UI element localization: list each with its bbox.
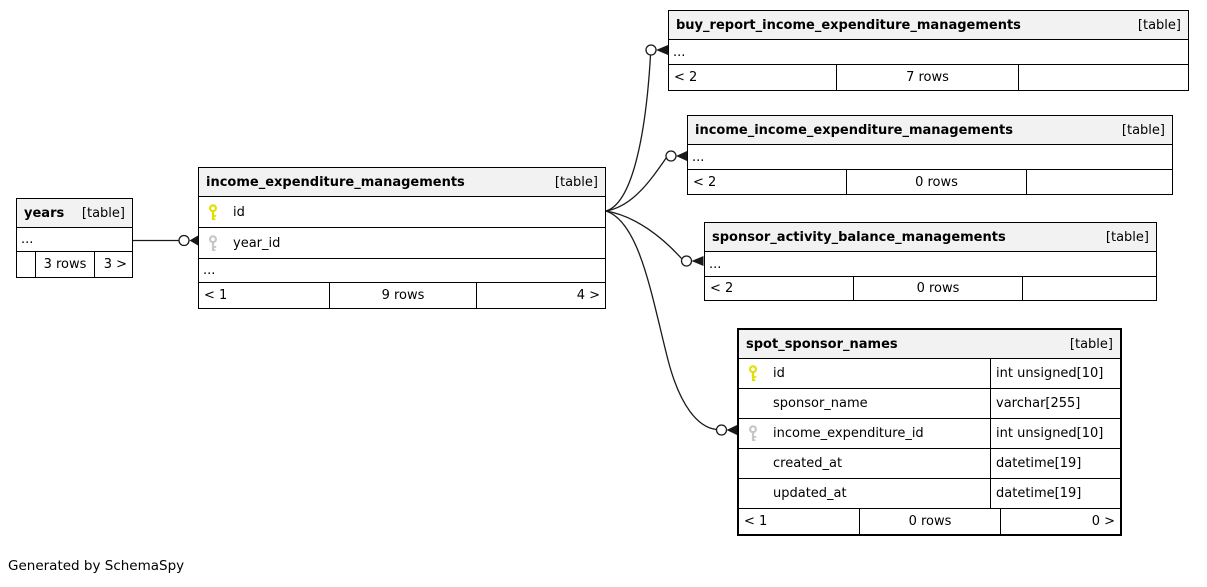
footer-children	[1022, 277, 1156, 300]
table-name[interactable]: income_income_expenditure_managements	[695, 122, 1013, 138]
column-row-created-at: created_at datetime[19]	[739, 449, 1120, 479]
table-buy-report-income-expenditure-managements: buy_report_income_expenditure_management…	[668, 10, 1189, 91]
footer-row-count: 9 rows	[329, 283, 476, 308]
footer-parents: < 2	[674, 70, 698, 85]
column-name: id	[233, 204, 245, 220]
footer-children: 0 >	[1000, 509, 1120, 534]
column-name: sponsor_name	[773, 396, 868, 411]
table-spot-sponsor-names: spot_sponsor_names [table] id int unsign…	[737, 328, 1122, 536]
footer-children: 4 >	[476, 283, 605, 308]
table-income-expenditure-managements: income_expenditure_managements [table] i…	[198, 167, 606, 309]
footer-parents: < 1	[744, 514, 768, 529]
table-years-header[interactable]: years [table]	[17, 199, 132, 228]
table-years: years [table] ... 3 rows 3 >	[16, 198, 133, 278]
table-tag: [table]	[1105, 229, 1149, 245]
column-row-year-id: year_id	[199, 228, 605, 259]
collapsed-columns-row: ...	[669, 40, 1188, 65]
table-header[interactable]: income_expenditure_managements [table]	[199, 168, 605, 197]
collapsed-columns-row: ...	[199, 259, 605, 283]
collapsed-columns-row: ...	[688, 145, 1172, 170]
edge-to-buy-report	[605, 44, 668, 212]
table-header[interactable]: buy_report_income_expenditure_management…	[669, 11, 1188, 40]
collapsed-columns-row: ...	[17, 228, 132, 252]
footer-parents: < 1	[204, 288, 228, 303]
footer-parents	[17, 252, 35, 277]
collapsed-columns-row: ...	[705, 252, 1156, 277]
column-type: datetime[19]	[990, 479, 1120, 508]
column-row-updated-at: updated_at datetime[19]	[739, 479, 1120, 509]
column-row-sponsor-name: sponsor_name varchar[255]	[739, 389, 1120, 419]
table-name[interactable]: sponsor_activity_balance_managements	[712, 229, 1006, 245]
foreign-key-icon	[748, 425, 760, 442]
table-name[interactable]: spot_sponsor_names	[746, 336, 898, 352]
column-name: id	[773, 366, 785, 381]
edge-to-sponsor-activity	[605, 210, 704, 267]
edge-to-spot-sponsor-names	[605, 210, 737, 436]
table-tag: [table]	[1121, 122, 1165, 138]
table-header[interactable]: sponsor_activity_balance_managements [ta…	[705, 223, 1156, 252]
table-sponsor-activity-balance-managements: sponsor_activity_balance_managements [ta…	[704, 222, 1157, 301]
footer-row-count: 3 rows	[35, 252, 94, 277]
ellipsis-label: ...	[21, 232, 34, 247]
footer-row-count: 7 rows	[836, 65, 1018, 90]
column-type: varchar[255]	[990, 389, 1120, 418]
ellipsis-label: ...	[203, 263, 216, 278]
ellipsis-label: ...	[709, 256, 722, 272]
column-name: updated_at	[773, 486, 847, 501]
column-row-id: id	[199, 197, 605, 228]
table-header[interactable]: spot_sponsor_names [table]	[739, 330, 1120, 359]
table-name[interactable]: income_expenditure_managements	[206, 174, 465, 190]
footer-row-count: 0 rows	[859, 509, 1000, 534]
footer-children: 3 >	[94, 252, 132, 277]
table-footer: < 2 0 rows	[705, 277, 1156, 300]
table-name[interactable]: years	[24, 205, 65, 221]
column-name: year_id	[233, 235, 281, 251]
primary-key-icon	[208, 203, 220, 221]
table-header[interactable]: income_income_expenditure_managements [t…	[688, 116, 1172, 145]
column-row-id: id int unsigned[10]	[739, 359, 1120, 389]
footer-parents: < 2	[693, 174, 717, 190]
table-tag: [table]	[81, 205, 125, 221]
footer-row-count: 0 rows	[853, 277, 1022, 300]
column-type: int unsigned[10]	[990, 419, 1120, 448]
table-tag: [table]	[1069, 336, 1113, 352]
table-income-income-expenditure-managements: income_income_expenditure_managements [t…	[687, 115, 1173, 195]
table-footer: 3 rows 3 >	[17, 252, 132, 277]
ellipsis-label: ...	[692, 149, 705, 165]
table-footer: < 1 0 rows 0 >	[739, 509, 1120, 534]
table-tag: [table]	[1137, 17, 1181, 33]
foreign-key-icon	[208, 234, 220, 252]
table-footer: < 2 0 rows	[688, 170, 1172, 194]
ellipsis-label: ...	[673, 44, 686, 60]
column-name: income_expenditure_id	[773, 426, 924, 441]
footer-children	[1018, 65, 1188, 90]
footer-row-count: 0 rows	[846, 170, 1026, 194]
primary-key-icon	[748, 365, 760, 382]
column-row-income-expenditure-id: income_expenditure_id int unsigned[10]	[739, 419, 1120, 449]
table-name[interactable]: buy_report_income_expenditure_management…	[676, 17, 1021, 33]
footer-children	[1026, 170, 1172, 194]
schemaspy-credit: Generated by SchemaSpy	[8, 558, 185, 574]
table-footer: < 1 9 rows 4 >	[199, 283, 605, 308]
edge-years-to-income-expenditure	[133, 234, 198, 247]
table-footer: < 2 7 rows	[669, 65, 1188, 90]
footer-parents: < 2	[710, 281, 734, 296]
table-tag: [table]	[554, 174, 598, 190]
column-type: datetime[19]	[990, 449, 1120, 478]
column-type: int unsigned[10]	[990, 359, 1120, 388]
column-name: created_at	[773, 456, 843, 471]
edge-to-income-income	[605, 150, 687, 212]
